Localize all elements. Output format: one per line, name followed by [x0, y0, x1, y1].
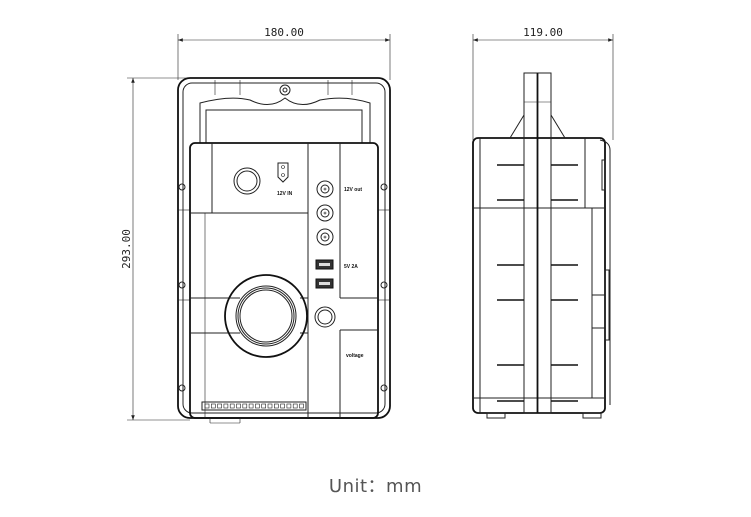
vent-slot	[229, 403, 235, 409]
vent-slot	[292, 403, 298, 409]
vent-slot	[267, 403, 273, 409]
usb-label: 5V 2A	[344, 264, 358, 270]
side-grooves	[497, 164, 578, 402]
side-depth-dimension: 119.00	[472, 26, 614, 140]
front-width-label: 180.00	[264, 26, 304, 39]
vent-slot	[211, 403, 216, 409]
height-dimension: 293.00	[120, 77, 285, 421]
lamp-icon	[224, 274, 308, 358]
vent-slot	[236, 403, 241, 409]
front-width-dimension: 180.00	[177, 26, 391, 80]
vent-slot	[217, 403, 222, 409]
vent-slot	[255, 403, 260, 409]
vent-slot	[280, 403, 285, 409]
dc-out-jack-icons	[316, 180, 334, 246]
power-button-icon	[233, 167, 261, 195]
vent-slot	[248, 403, 254, 409]
vent-slot	[242, 403, 248, 409]
dc-out-label: 12V out	[344, 187, 362, 193]
dc-in-jack-icon	[277, 162, 289, 183]
voltage-label: voltage	[346, 353, 364, 359]
front-view: 12V IN 12V out 5V 2A voltage	[177, 77, 391, 424]
unit-label: Unit：mm	[328, 476, 423, 497]
vent-slot	[299, 403, 304, 409]
side-view	[472, 72, 611, 419]
light-button-icon	[314, 306, 336, 328]
screw-icons	[178, 183, 388, 392]
usb-port-icons	[315, 259, 334, 289]
vent-slot	[273, 403, 279, 409]
vent-strip	[201, 401, 307, 411]
dc-in-label: 12V IN	[277, 191, 293, 197]
vent-slot	[223, 403, 229, 409]
height-label: 293.00	[120, 229, 133, 269]
side-depth-label: 119.00	[523, 26, 563, 39]
vent-slot	[261, 403, 267, 409]
vent-slot	[286, 403, 292, 409]
vent-slot	[204, 403, 210, 409]
